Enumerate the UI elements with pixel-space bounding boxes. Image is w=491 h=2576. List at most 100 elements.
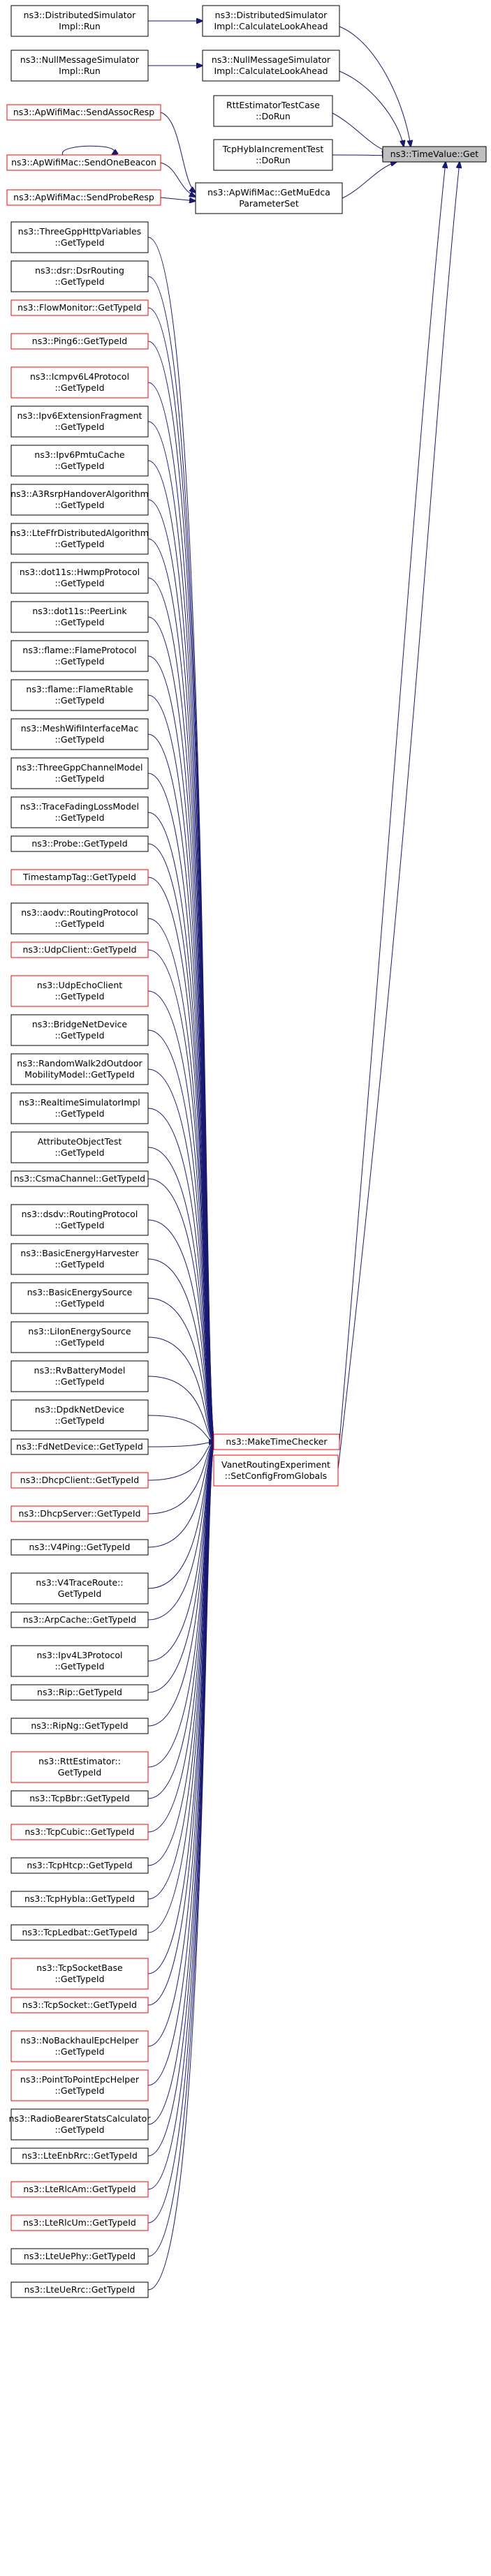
node-tcp_hybla[interactable]: TcpHyblaIncrementTest::DoRun (213, 139, 333, 171)
node-caller-40[interactable]: ns3::RipNg::GetTypeId (10, 1718, 149, 1734)
node-caller-42[interactable]: ns3::TcpBbr::GetTypeId (10, 1790, 149, 1807)
node-caller-37[interactable]: ns3::ArpCache::GetTypeId (10, 1611, 149, 1628)
edge-beacon-self (62, 145, 115, 155)
edge-dist-calc (339, 26, 411, 147)
node-label: ns3::ApWifiMac::SendAssocResp (13, 107, 154, 117)
node-caller-41[interactable]: ns3::RttEstimator::GetTypeId (10, 1751, 149, 1783)
node-caller-53[interactable]: ns3::LteRlcAm::GetTypeId (10, 2181, 149, 2198)
node-caller-48[interactable]: ns3::TcpSocket::GetTypeId (10, 1997, 149, 2013)
node-beacon[interactable]: ns3::ApWifiMac::SendOneBeacon (6, 154, 161, 171)
node-caller-19[interactable]: ns3::UdpClient::GetTypeId (10, 941, 149, 958)
node-caller-24[interactable]: AttributeObjectTest::GetTypeId (10, 1131, 149, 1163)
node-box (10, 1824, 149, 1840)
node-box (10, 1399, 149, 1431)
node-caller-34[interactable]: ns3::DhcpServer::GetTypeId (10, 1505, 149, 1522)
node-caller-31[interactable]: ns3::DpdkNetDevice::GetTypeId (10, 1399, 149, 1431)
node-assoc[interactable]: ns3::ApWifiMac::SendAssocResp (6, 104, 161, 121)
node-caller-38[interactable]: ns3::Ipv4L3Protocol::GetTypeId (10, 1645, 149, 1677)
node-box (10, 1645, 149, 1677)
node-label: TcpHyblaIncrementTest (222, 144, 324, 154)
node-caller-29[interactable]: ns3::LiIonEnergySource::GetTypeId (10, 1321, 149, 1353)
node-caller-0[interactable]: ns3::ThreeGppHttpVariables::GetTypeId (10, 221, 149, 253)
node-label: Impl::CalculateLookAhead (214, 66, 328, 76)
node-label: ::GetTypeId (54, 461, 104, 471)
node-label: ::GetTypeId (54, 578, 104, 588)
node-caller-12[interactable]: ns3::flame::FlameRtable::GetTypeId (10, 679, 149, 711)
node-caller-45[interactable]: ns3::TcpHybla::GetTypeId (10, 1891, 149, 1907)
node-dist_calc[interactable]: ns3::DistributedSimulatorImpl::Calculate… (202, 5, 340, 37)
node-probe[interactable]: ns3::ApWifiMac::SendProbeResp (6, 189, 161, 206)
node-caller-14[interactable]: ns3::ThreeGppChannelModel::GetTypeId (10, 757, 149, 789)
node-null_calc[interactable]: ns3::NullMessageSimulatorImpl::Calculate… (202, 50, 340, 82)
node-caller-10[interactable]: ns3::dot11s::PeerLink::GetTypeId (10, 601, 149, 633)
edge-mu-edca (342, 162, 397, 199)
node-label: ns3::ApWifiMac::SendProbeResp (13, 192, 154, 202)
node-caller-56[interactable]: ns3::LteUeRrc::GetTypeId (10, 2281, 149, 2298)
node-box (10, 405, 149, 438)
node-caller-11[interactable]: ns3::flame::FlameProtocol::GetTypeId (10, 640, 149, 672)
node-box (10, 221, 149, 253)
node-caller-44[interactable]: ns3::TcpHtcp::GetTypeId (10, 1857, 149, 1874)
node-caller-46[interactable]: ns3::TcpLedbat::GetTypeId (10, 1924, 149, 1941)
node-caller-51[interactable]: ns3::RadioBearerStatsCalculator::GetType… (9, 2108, 152, 2141)
node-caller-49[interactable]: ns3::NoBackhaulEpcHelper::GetTypeId (10, 2030, 149, 2062)
node-caller-8[interactable]: ns3::LteFfrDistributedAlgorithm::GetType… (10, 523, 149, 555)
node-caller-17[interactable]: TimestampTag::GetTypeId (10, 869, 149, 886)
node-box (10, 718, 149, 750)
edge-caller-26 (147, 1219, 215, 1442)
node-caller-2[interactable]: ns3::FlowMonitor::GetTypeId (10, 299, 149, 316)
node-box (10, 869, 149, 886)
node-caller-3[interactable]: ns3::Ping6::GetTypeId (10, 333, 149, 350)
node-box (10, 2281, 149, 2298)
node-label: ns3::DhcpServer::GetTypeId (19, 1508, 141, 1519)
node-caller-26[interactable]: ns3::dsdv::RoutingProtocol::GetTypeId (10, 1204, 149, 1236)
node-caller-35[interactable]: ns3::V4Ping::GetTypeId (10, 1539, 149, 1556)
node-label: ::GetTypeId (54, 773, 104, 784)
node-caller-20[interactable]: ns3::UdpEchoClient::GetTypeId (10, 975, 149, 1007)
node-caller-30[interactable]: ns3::RvBatteryModel::GetTypeId (10, 1360, 149, 1392)
node-caller-7[interactable]: ns3::A3RsrpHandoverAlgorithm::GetTypeId (10, 484, 149, 516)
node-caller-32[interactable]: ns3::FdNetDevice::GetTypeId (10, 1438, 149, 1455)
node-caller-52[interactable]: ns3::LteEnbRrc::GetTypeId (10, 2147, 149, 2164)
node-label: ns3::TcpSocket::GetTypeId (22, 2000, 137, 2010)
node-caller-22[interactable]: ns3::RandomWalk2dOutdoorMobilityModel::G… (10, 1053, 149, 1085)
node-caller-15[interactable]: ns3::TraceFadingLossModel::GetTypeId (10, 796, 149, 828)
node-rtt_test[interactable]: RttEstimatorTestCase::DoRun (213, 95, 333, 127)
node-caller-55[interactable]: ns3::LteUePhy::GetTypeId (10, 2248, 149, 2265)
node-caller-9[interactable]: ns3::dot11s::HwmpProtocol::GetTypeId (10, 562, 149, 594)
node-hub[interactable]: ns3::MakeTimeChecker (213, 1434, 340, 1450)
edge-caller-56 (147, 1442, 215, 2291)
node-caller-4[interactable]: ns3::Icmpv6L4Protocol::GetTypeId (10, 366, 149, 399)
node-caller-13[interactable]: ns3::MeshWifiInterfaceMac::GetTypeId (10, 718, 149, 750)
node-caller-27[interactable]: ns3::BasicEnergyHarvester::GetTypeId (10, 1243, 149, 1275)
node-label: ns3::LteUeRrc::GetTypeId (24, 2284, 135, 2295)
node-vanet[interactable]: VanetRoutingExperiment::SetConfigFromGlo… (213, 1454, 339, 1487)
node-caller-50[interactable]: ns3::PointToPointEpcHelper::GetTypeId (10, 2069, 149, 2101)
node-caller-6[interactable]: ns3::Ipv6PmtuCache::GetTypeId (10, 445, 149, 477)
node-label: ::DoRun (256, 111, 291, 121)
node-label: ns3::NoBackhaulEpcHelper (20, 2035, 139, 2046)
node-caller-25[interactable]: ns3::CsmaChannel::GetTypeId (10, 1170, 149, 1187)
node-label: MobilityModel::GetTypeId (24, 1069, 135, 1080)
node-caller-18[interactable]: ns3::aodv::RoutingProtocol::GetTypeId (10, 902, 149, 935)
node-box (10, 445, 149, 477)
node-box (10, 1014, 149, 1046)
node-label: ns3::dot11s::HwmpProtocol (20, 567, 140, 577)
node-caller-39[interactable]: ns3::Rip::GetTypeId (10, 1684, 149, 1701)
node-caller-16[interactable]: ns3::Probe::GetTypeId (10, 835, 149, 852)
node-caller-33[interactable]: ns3::DhcpClient::GetTypeId (10, 1472, 149, 1489)
node-caller-43[interactable]: ns3::TcpCubic::GetTypeId (10, 1824, 149, 1840)
node-caller-54[interactable]: ns3::LteRlcUm::GetTypeId (10, 2214, 149, 2231)
node-caller-1[interactable]: ns3::dsr::DsrRouting::GetTypeId (10, 260, 149, 292)
node-caller-21[interactable]: ns3::BridgeNetDevice::GetTypeId (10, 1014, 149, 1046)
node-caller-47[interactable]: ns3::TcpSocketBase::GetTypeId (10, 1958, 149, 1990)
node-caller-5[interactable]: ns3::Ipv6ExtensionFragment::GetTypeId (10, 405, 149, 438)
node-label: ::GetTypeId (54, 2046, 104, 2057)
node-caller-36[interactable]: ns3::V4TraceRoute::GetTypeId (10, 1572, 149, 1605)
node-caller-23[interactable]: ns3::RealtimeSimulatorImpl::GetTypeId (10, 1092, 149, 1124)
node-caller-28[interactable]: ns3::BasicEnergySource::GetTypeId (10, 1282, 149, 1314)
node-target[interactable]: ns3::TimeValue::Get (382, 146, 487, 163)
